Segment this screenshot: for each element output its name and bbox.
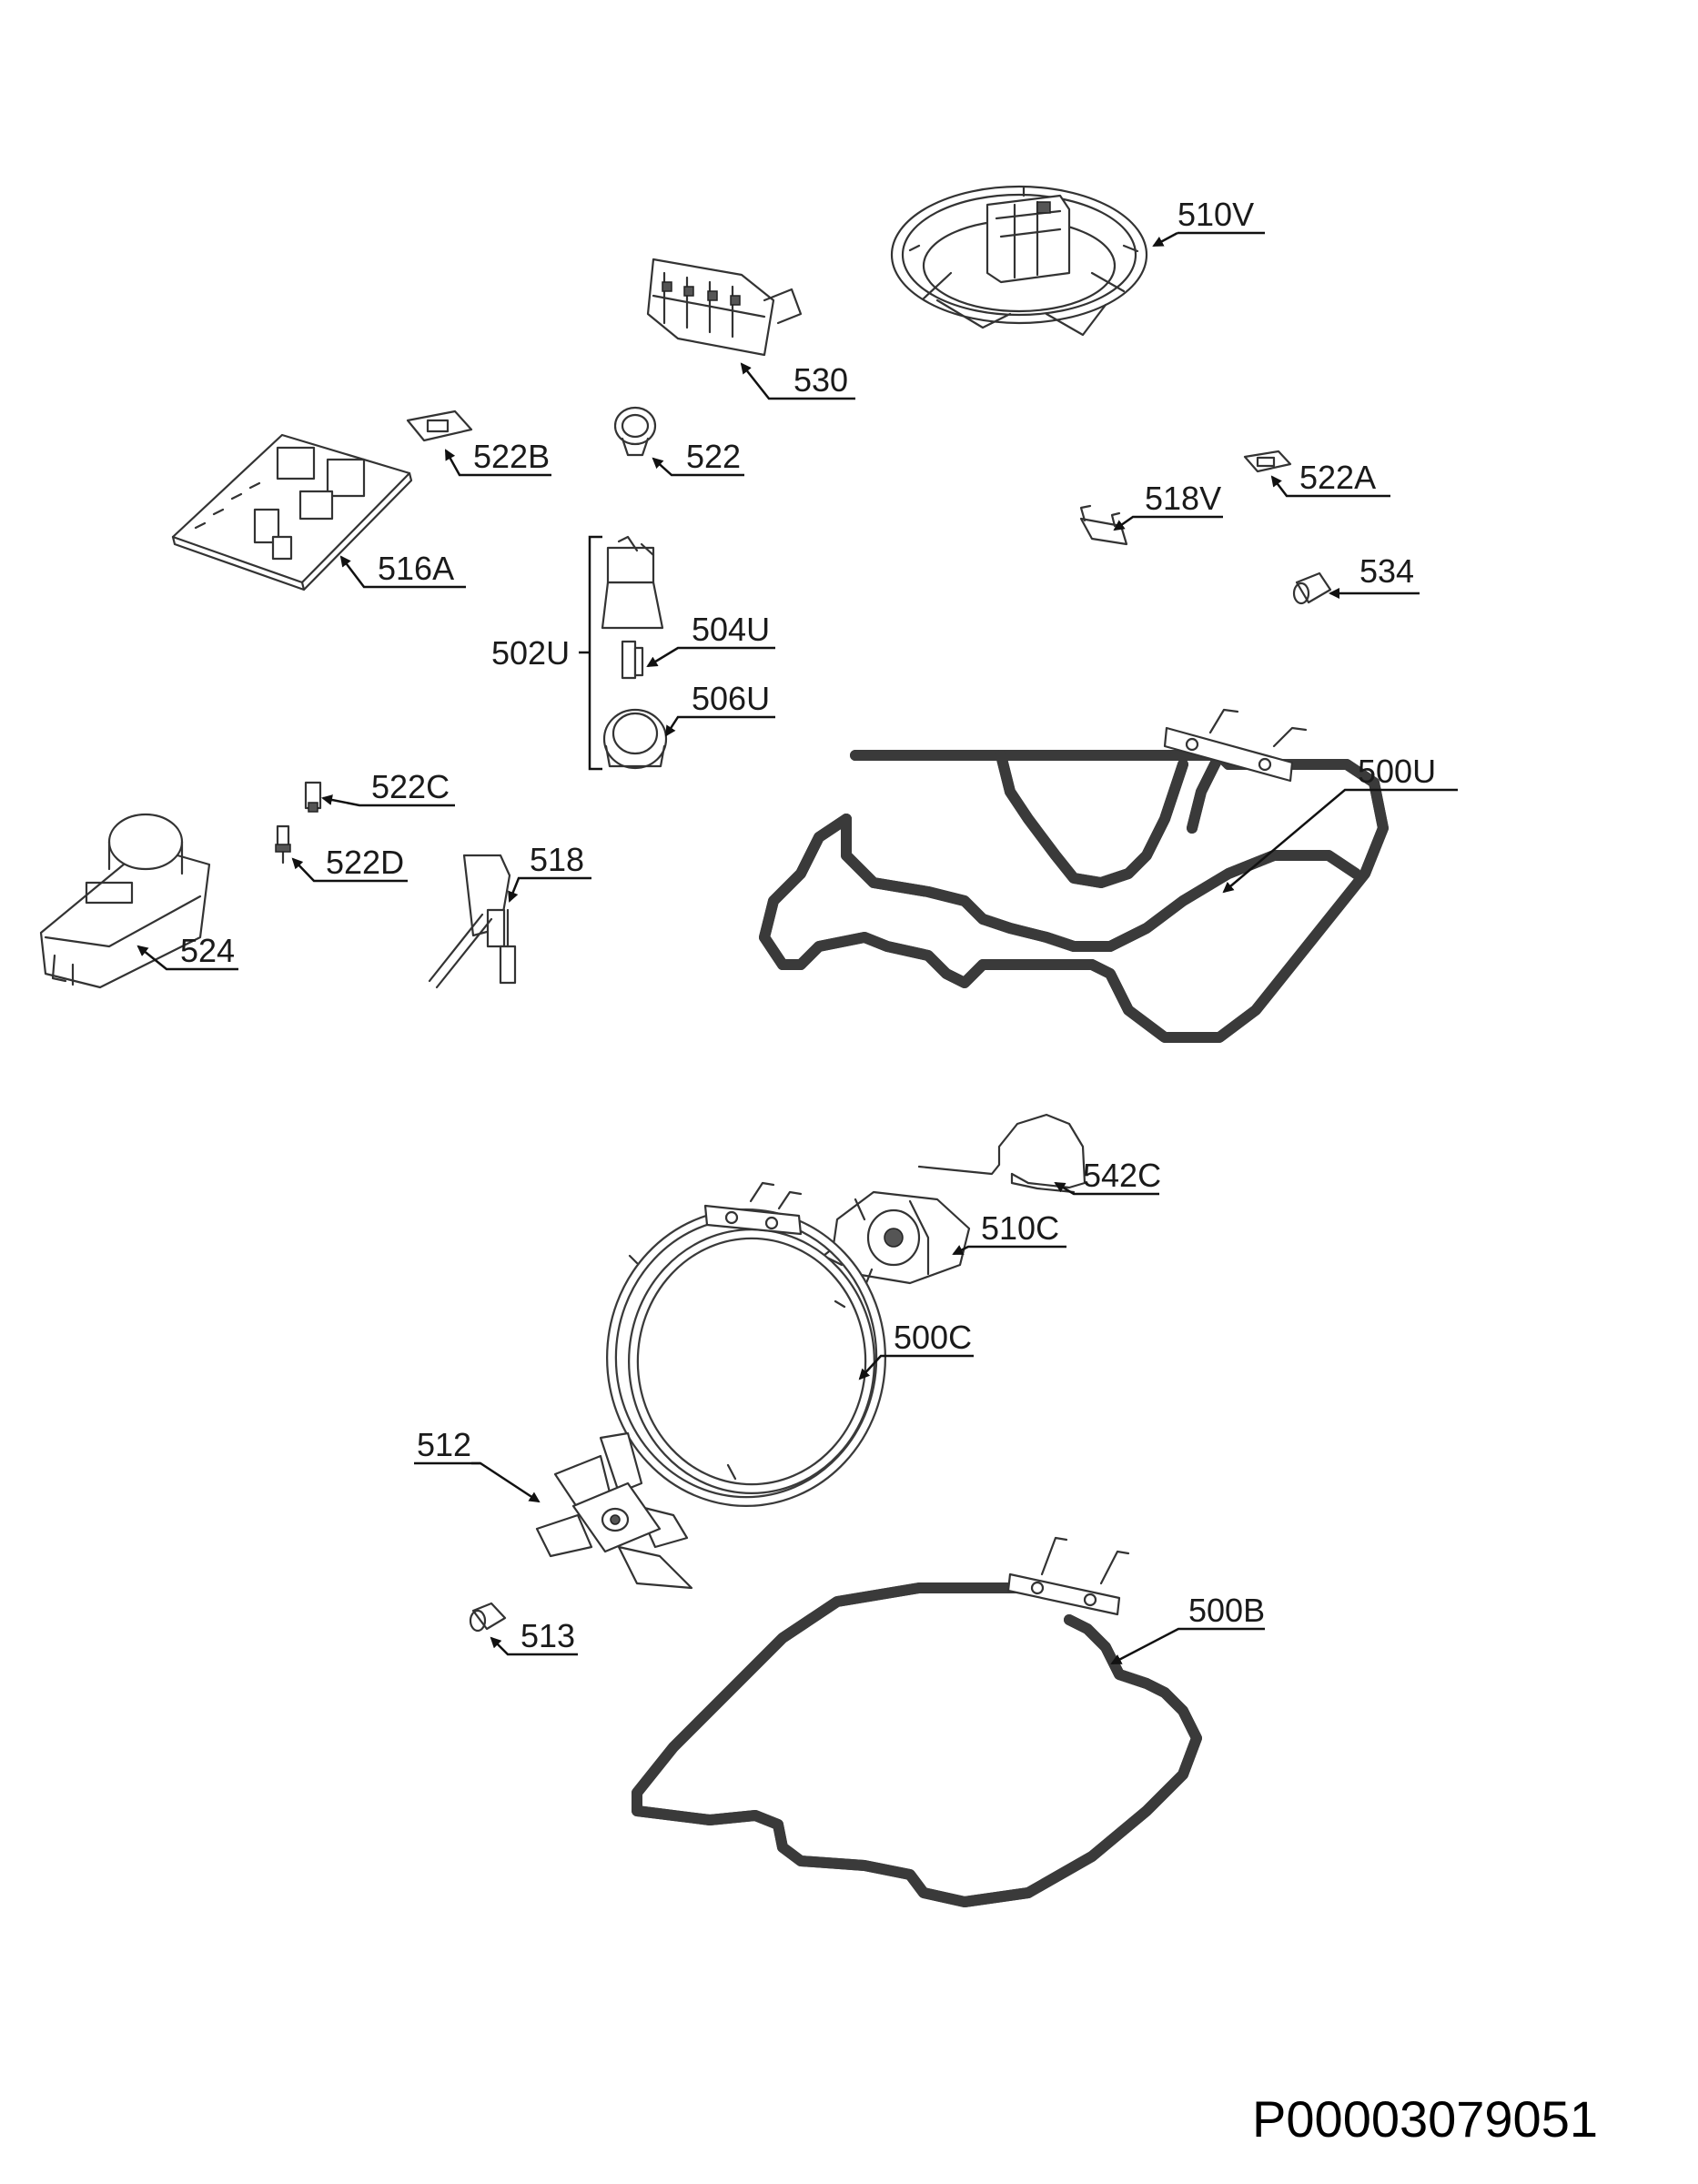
document-id: P00003079051 — [1252, 2090, 1598, 2148]
part-522A-bracket — [1243, 450, 1292, 473]
part-542C-spring-clip — [917, 1113, 1087, 1194]
callout-label-516A: 516A — [378, 550, 454, 587]
callout-516A: 516A — [339, 550, 466, 589]
part-512-fan-blade — [535, 1431, 693, 1590]
callout-522B: 522B — [444, 438, 551, 477]
part-502U-switch-group — [579, 535, 668, 771]
callout-label-524: 524 — [180, 932, 235, 969]
part-534-lamp-cover — [1292, 571, 1332, 605]
callout-530: 530 — [740, 361, 855, 400]
callout-502U: 502U — [491, 634, 570, 672]
callout-518: 518 — [508, 841, 591, 903]
callout-label-500B: 500B — [1188, 1592, 1265, 1629]
callout-504U: 504U — [646, 611, 775, 668]
callout-522C: 522C — [321, 768, 455, 807]
part-518-temperature-probe — [428, 854, 517, 989]
callout-label-518V: 518V — [1145, 480, 1221, 517]
callout-522D: 522D — [291, 844, 408, 883]
callout-510V: 510V — [1152, 196, 1265, 248]
callout-510C: 510C — [952, 1209, 1066, 1256]
callout-label-518: 518 — [530, 841, 584, 878]
callout-label-506U: 506U — [692, 680, 770, 717]
callout-513: 513 — [490, 1617, 578, 1656]
callout-506U: 506U — [664, 680, 775, 737]
part-530-terminal-block — [646, 258, 803, 357]
callout-500U: 500U — [1222, 753, 1458, 894]
part-516A-control-board — [171, 433, 413, 592]
callout-label-530: 530 — [793, 361, 848, 399]
part-524-door-lock — [39, 813, 211, 989]
callout-label-502U: 502U — [491, 634, 570, 672]
callout-label-510V: 510V — [1177, 196, 1254, 233]
part-522C-pin — [304, 781, 322, 813]
callout-534: 534 — [1329, 552, 1420, 599]
part-522-lamp-holder — [613, 406, 657, 457]
part-510C-fan-motor — [822, 1190, 971, 1285]
callout-522A: 522A — [1270, 459, 1390, 498]
callout-label-500U: 500U — [1358, 753, 1436, 790]
callout-518V: 518V — [1113, 480, 1223, 531]
part-500B-bottom-element — [632, 1536, 1202, 1907]
callout-512: 512 — [414, 1426, 541, 1503]
callout-500C: 500C — [858, 1319, 974, 1380]
callout-label-512: 512 — [417, 1426, 471, 1463]
part-522D-pin — [275, 824, 291, 864]
part-500U-grill-element — [759, 708, 1389, 1043]
callout-500B: 500B — [1110, 1592, 1265, 1665]
callout-label-510C: 510C — [981, 1209, 1059, 1247]
callout-label-500C: 500C — [894, 1319, 972, 1356]
callout-522: 522 — [652, 438, 744, 477]
callout-label-534: 534 — [1359, 552, 1414, 590]
callout-524: 524 — [136, 932, 238, 971]
callout-label-522C: 522C — [371, 768, 450, 805]
part-500C-circular-element — [606, 1181, 886, 1507]
callout-label-522A: 522A — [1299, 459, 1376, 496]
callout-label-522B: 522B — [473, 438, 550, 475]
callout-label-504U: 504U — [692, 611, 770, 648]
callout-542C: 542C — [1054, 1157, 1161, 1196]
part-513-nut — [469, 1602, 507, 1633]
callout-label-513: 513 — [521, 1617, 575, 1654]
callout-label-522D: 522D — [326, 844, 404, 881]
part-522B-bracket — [406, 410, 473, 442]
callout-label-522: 522 — [686, 438, 741, 475]
callout-label-542C: 542C — [1083, 1157, 1161, 1194]
part-510V-fan-motor-assembly — [890, 185, 1148, 337]
